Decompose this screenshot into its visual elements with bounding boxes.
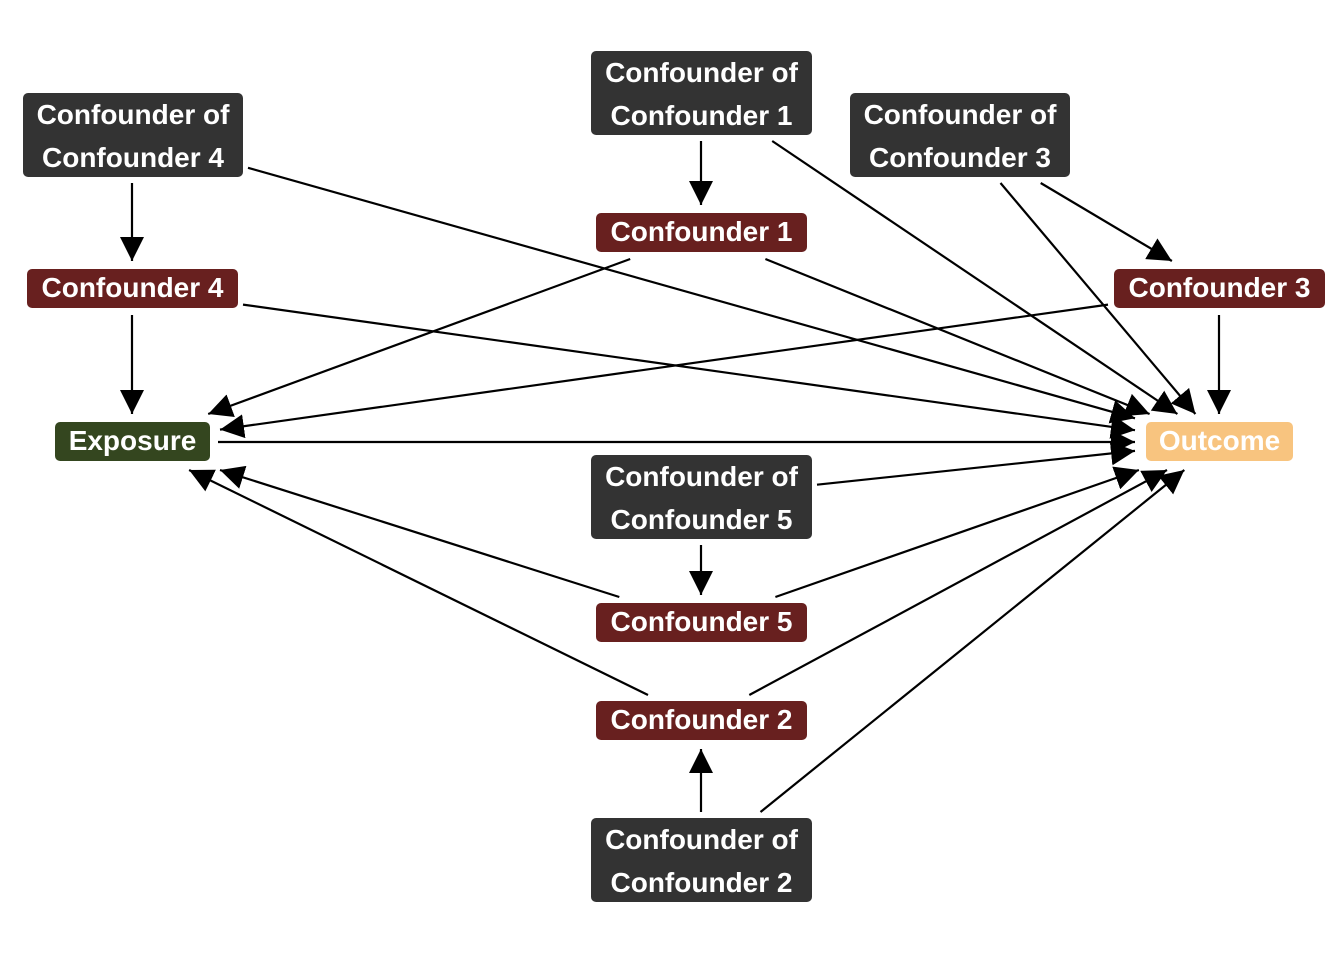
node-confounder-3: Confounder 3: [1114, 269, 1325, 308]
node-label-line2: Confounder 3: [869, 142, 1051, 173]
node-label: Confounder 5: [610, 606, 793, 637]
edge-coc1-to-outcome: [771, 140, 1179, 415]
node-label: Outcome: [1158, 425, 1281, 456]
node-label-line2: Confounder 5: [610, 504, 793, 535]
edges-layer: [120, 140, 1231, 813]
edge-c5-to-exposure: [219, 465, 620, 599]
node-label-line2: Confounder 2: [610, 867, 793, 898]
node-label-line1: Confounder of: [605, 461, 798, 492]
node-confounder-of-confounder-1: Confounder of Confounder 1: [591, 51, 812, 135]
edge-c2-to-exposure: [188, 469, 649, 696]
edge-c5-to-outcome: [775, 466, 1140, 599]
node-label-line1: Confounder of: [36, 99, 230, 130]
edge-coc5-to-outcome: [816, 441, 1136, 486]
node-label-line2: Confounder 1: [610, 100, 793, 131]
edge-coc2-to-outcome: [759, 469, 1185, 813]
node-confounder-5: Confounder 5: [596, 603, 807, 642]
node-label-line1: Confounder of: [863, 99, 1057, 130]
edge-c3-to-exposure: [219, 303, 1109, 439]
node-exposure: Exposure: [55, 422, 210, 461]
node-label-line2: Confounder 4: [42, 142, 224, 173]
node-label: Exposure: [68, 425, 197, 456]
node-confounder-2: Confounder 2: [596, 701, 807, 740]
edge-c1-to-outcome: [764, 257, 1151, 417]
node-label: Confounder 1: [610, 216, 793, 247]
node-label-line1: Confounder of: [605, 57, 798, 88]
edge-coc3-to-c3: [1040, 182, 1173, 262]
node-confounder-of-confounder-2: Confounder of Confounder 2: [591, 818, 812, 902]
node-confounder-of-confounder-3: Confounder of Confounder 3: [850, 93, 1070, 177]
edge-c2-to-outcome: [748, 469, 1168, 696]
node-label: Confounder 2: [610, 704, 793, 735]
edge-coc4-to-outcome: [247, 166, 1136, 424]
edge-coc3-to-outcome: [999, 182, 1197, 415]
node-confounder-4: Confounder 4: [27, 269, 238, 308]
node-outcome: Outcome: [1146, 422, 1293, 461]
node-label: Confounder 3: [1128, 272, 1311, 303]
edge-c4-to-outcome: [242, 303, 1136, 439]
node-label-line1: Confounder of: [605, 824, 798, 855]
node-confounder-of-confounder-5: Confounder of Confounder 5: [591, 455, 812, 539]
edge-c1-to-exposure: [207, 257, 631, 417]
node-confounder-1: Confounder 1: [596, 213, 807, 252]
node-label: Confounder 4: [41, 272, 224, 303]
node-confounder-of-confounder-4: Confounder of Confounder 4: [23, 93, 243, 177]
